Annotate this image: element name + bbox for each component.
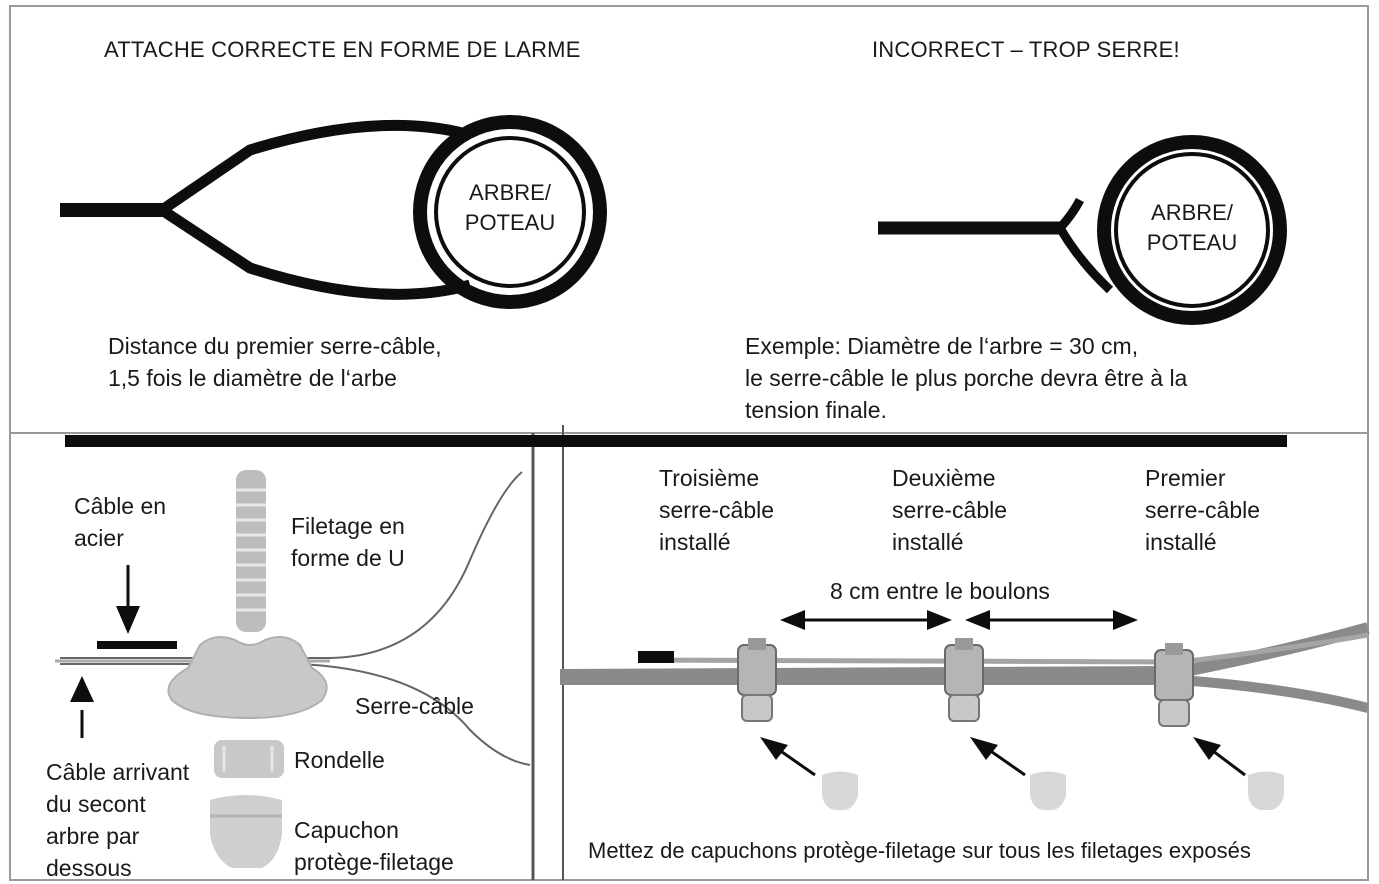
up-arrow-icon <box>70 676 94 738</box>
correct-teardrop-loop <box>60 115 607 309</box>
label-second-clamp: Deuxième serre-câble installé <box>892 465 1008 555</box>
thread-cap-icon <box>1030 771 1066 810</box>
label-spacing: 8 cm entre le boulons <box>830 578 1050 604</box>
thread-cap-icon <box>1248 771 1284 810</box>
cap-arrow-icon <box>1193 737 1246 777</box>
outer-frame <box>9 5 1369 881</box>
incorrect-tight-loop <box>878 135 1287 325</box>
label-first-clamp: Premier serre-câble installé <box>1145 465 1261 555</box>
caption-distance: Distance du premier serre-câble, 1,5 foi… <box>108 333 442 391</box>
tree-trunk-circle <box>434 136 586 288</box>
black-separator-bar <box>65 435 1287 447</box>
tree-label-left: ARBRE/ POTEAU <box>464 180 556 235</box>
label-clamp: Serre-câble <box>355 693 474 719</box>
incorrect-loop-title: INCORRECT – TROP SERRE! <box>872 37 1180 62</box>
label-u-bolt: Filetage en forme de U <box>291 513 405 571</box>
clamp-first <box>1154 643 1194 727</box>
u-bolt-thread <box>236 470 266 632</box>
caption-example: Exemple: Diamètre de l‘arbre = 30 cm, le… <box>745 333 1188 423</box>
clamp-second <box>944 638 984 722</box>
correct-loop-title: ATTACHE CORRECTE EN FORME DE LARME <box>104 37 581 62</box>
cap-arrow-icon <box>760 737 816 777</box>
label-incoming-cable: Câble arrivant du secont arbre par desso… <box>46 759 190 881</box>
cap-arrow-icon <box>970 737 1026 777</box>
clamp-third <box>737 638 777 722</box>
thread-cap-part <box>210 795 282 868</box>
footer-instruction: Mettez de capuchons protège-filetage sur… <box>588 838 1251 863</box>
washer-part <box>214 740 284 778</box>
clamp-exploded-view <box>55 470 531 868</box>
steel-cable-end <box>97 641 177 649</box>
label-thread-cap: Capuchon protège-filetage <box>294 817 454 875</box>
tree-trunk-circle <box>1114 152 1270 308</box>
label-third-clamp: Troisième serre-câble installé <box>659 465 775 555</box>
installed-clamps-view <box>559 610 1370 810</box>
clamp-saddle <box>167 635 328 720</box>
cable-end-tip <box>638 651 674 663</box>
down-arrow-icon <box>116 565 140 634</box>
spacing-arrow-left <box>780 610 952 630</box>
tree-label-right: ARBRE/ POTEAU <box>1146 200 1238 255</box>
thread-cap-icon <box>822 771 858 810</box>
label-steel-cable: Câble en acier <box>74 493 167 551</box>
spacing-arrow-right <box>965 610 1138 630</box>
label-washer: Rondelle <box>294 747 385 773</box>
